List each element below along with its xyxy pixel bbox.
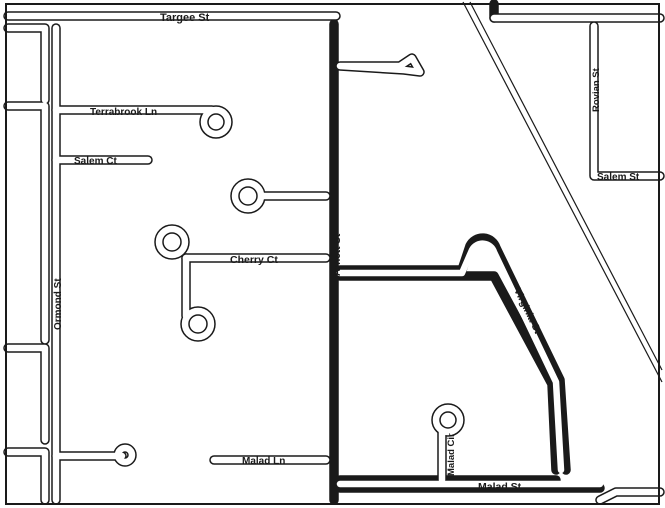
label-ormond-st: Ormond St <box>53 278 64 330</box>
label-malad-st: Malad St <box>478 481 522 493</box>
label-malad-ln: Malad Ln <box>242 456 285 467</box>
map-border <box>5 3 660 505</box>
label-arnett-st: Arnett St <box>332 233 343 276</box>
label-salem-ct: Salem Ct <box>74 156 117 167</box>
railroad <box>462 1 663 383</box>
label-cherry-ct: Cherry Ct <box>230 254 278 266</box>
label-targee-st: Targee St <box>160 12 210 24</box>
label-terrabrook-ln: Terrabrook Ln <box>90 107 157 118</box>
label-rovian-st: Rovian St <box>591 67 602 112</box>
road-network-fill <box>4 12 664 504</box>
label-salem-st: Salem St <box>597 172 640 183</box>
label-malad-cir: Malad Cir <box>446 433 457 476</box>
